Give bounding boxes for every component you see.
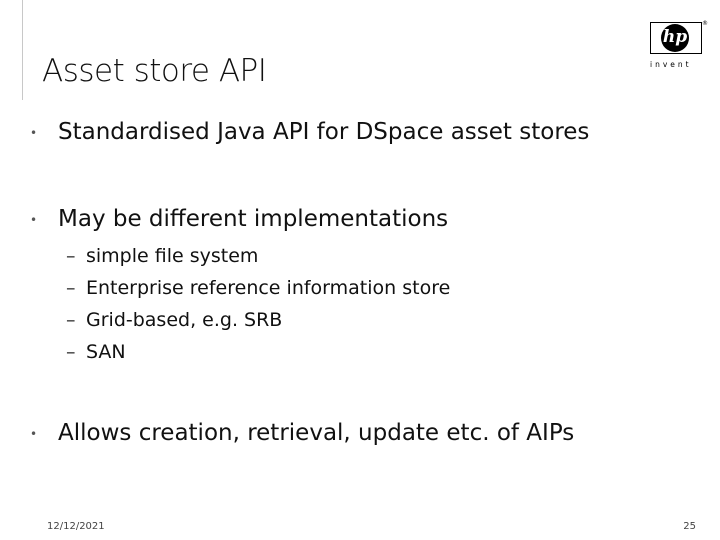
sub-bullet-text: simple file system [86,245,259,267]
bullet-marker: • [30,426,38,441]
sub-bullet-item: –simple file system [66,240,450,272]
hp-logo-text: hp [662,27,688,47]
sub-bullet-marker: – [66,341,76,363]
bullet-item: • Standardised Java API for DSpace asset … [30,117,589,148]
bullet-text: Standardised Java API for DSpace asset s… [58,119,590,145]
hp-logo-tagline: invent [650,60,692,69]
sub-bullet-marker: – [66,309,76,331]
sub-bullet-item: –SAN [66,336,450,368]
sub-bullet-list: –simple file system –Enterprise referenc… [66,240,450,368]
bullet-item: • Allows creation, retrieval, update etc.… [30,418,574,449]
bullet-text: May be different implementations [58,206,449,232]
bullet-marker: • [30,212,38,227]
bullet-marker: • [30,125,38,140]
page-number: 25 [683,521,696,532]
sub-bullet-marker: – [66,245,76,267]
sub-bullet-text: Grid-based, e.g. SRB [86,309,283,331]
slide-title: Asset store API [42,53,267,89]
sub-bullet-marker: – [66,277,76,299]
hp-logo: hp ® invent [650,20,710,72]
bullet-text: Allows creation, retrieval, update etc. … [58,420,575,446]
sub-bullet-item: –Enterprise reference information store [66,272,450,304]
hp-logo-box: hp [650,22,702,54]
title-divider [22,0,23,100]
footer-date: 12/12/2021 [47,521,105,532]
sub-bullet-text: Enterprise reference information store [86,277,451,299]
hp-logo-circle [661,24,689,52]
sub-bullet-text: SAN [86,341,126,363]
registered-mark: ® [702,20,708,27]
bullet-item: • May be different implementations [30,204,448,235]
sub-bullet-item: –Grid-based, e.g. SRB [66,304,450,336]
